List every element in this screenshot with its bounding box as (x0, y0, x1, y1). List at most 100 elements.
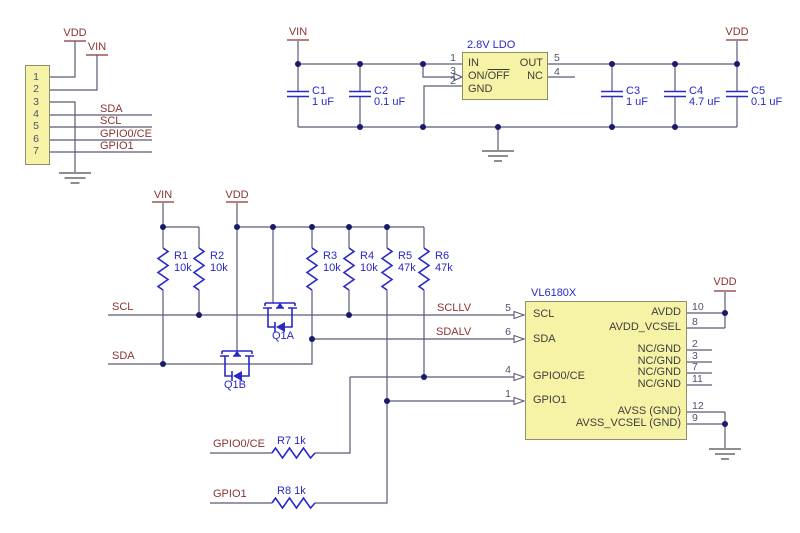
chip-pin-ncgnd-2: NC/GND (637, 355, 681, 367)
res-ref-r6: R6 (435, 250, 450, 262)
chip-pin-number-ncgnd-3: 7 (692, 361, 698, 373)
chip-pin-number-scl: 5 (505, 302, 511, 314)
ground-symbols (59, 150, 741, 460)
chip-pin-number-ncgnd-2: 3 (692, 350, 698, 362)
ldo-pin-number-gnd: 2 (450, 75, 456, 87)
ldo-on-off-arrow-icon (453, 72, 464, 82)
net-label-scllv: SCLLV (437, 302, 472, 314)
chip-pin-ncgnd-4: NC/GND (637, 378, 681, 390)
component-symbols (156, 90, 748, 510)
net-label-vdd-connector: VDD (63, 27, 87, 39)
ldo-pin-nc: NC (527, 70, 543, 82)
res-ref-r1: R1 (174, 250, 189, 262)
res-val-r2: 10k (210, 262, 228, 274)
ldo-pin-off-part: OFF (487, 70, 510, 82)
net-label-vin-ldo: VIN (288, 26, 308, 38)
res-ref-r4: R4 (360, 250, 375, 262)
res-val-r5: 47k (398, 262, 416, 274)
cap-ref-c5: C5 (751, 85, 766, 97)
mosfet-label-q1a: Q1A (272, 330, 295, 342)
ldo-pin-number-onoff: 3 (450, 65, 456, 77)
chip-pin-number-sda: 6 (505, 326, 511, 338)
res-label-r7: R7 1k (277, 435, 306, 447)
net-label-gpio1-connector: GPIO1 (100, 140, 134, 152)
net-label-gpio0-connector: GPIO0/CE (100, 128, 152, 140)
capacitor-c4 (664, 90, 686, 98)
ldo-pin-on-part: ON/ (468, 70, 488, 82)
res-val-r6: 47k (435, 262, 453, 274)
connector-pin-7: 7 (33, 145, 39, 157)
chip-pin-number-ncgnd-4: 11 (692, 373, 703, 385)
ldo-pin-number-in: 1 (450, 52, 456, 64)
resistor-r4 (342, 247, 356, 291)
resistor-r7 (271, 446, 316, 460)
ldo-title: 2.8V LDO (467, 39, 516, 51)
connector-pin-5: 5 (33, 120, 39, 132)
mosfet-q1b (220, 350, 254, 381)
res-ref-r5: R5 (398, 250, 413, 262)
net-label-vin-connector: VIN (87, 41, 107, 53)
chip-pin-ncgnd-3: NC/GND (637, 366, 681, 378)
resistor-r2 (192, 247, 206, 291)
capacitor-c5 (726, 90, 748, 98)
net-label-vin-mid: VIN (153, 189, 173, 201)
net-label-vdd-mid: VDD (225, 189, 249, 201)
cap-val-c5: 0.1 uF (751, 96, 783, 108)
chip-pin-gpio0: GPIO0/CE (533, 370, 585, 382)
chip-title: VL6180X (531, 287, 577, 299)
chip-pin-number-gpio0: 4 (505, 364, 511, 376)
cap-ref-c1: C1 (312, 85, 327, 97)
net-label-gpio0-bottom: GPIO0/CE (213, 438, 265, 450)
connector-pin-2: 2 (33, 83, 39, 95)
net-label-sda: SDA (112, 350, 135, 362)
ldo-pin-in: IN (468, 57, 479, 69)
cap-val-c4: 4.7 uF (689, 96, 721, 108)
net-label-vdd-chip: VDD (713, 276, 737, 288)
pin-input-arrows (453, 72, 526, 406)
chip-pin-avss-vcsel: AVSS_VCSEL (GND) (575, 417, 681, 429)
cap-ref-c3: C3 (626, 85, 641, 97)
chip-body (525, 301, 687, 440)
chip-pin-number-ncgnd-1: 2 (692, 338, 698, 350)
ldo-pin-gnd: GND (468, 83, 493, 95)
chip-scl-arrow-icon (513, 310, 526, 320)
ldo-pin-number-nc: 4 (554, 66, 560, 78)
chip-pin-number-avdd-vcsel: 8 (692, 316, 698, 328)
net-label-scl-connector: SCL (100, 115, 122, 127)
mosfet-q1a (263, 302, 297, 332)
resistor-r8 (271, 496, 316, 510)
junction-dots (160, 61, 740, 427)
ldo-pin-number-out: 5 (554, 52, 560, 64)
res-ref-r3: R3 (323, 250, 338, 262)
connector-pin-3: 3 (33, 96, 39, 108)
res-label-r8: R8 1k (277, 485, 306, 497)
connector-pin-4: 4 (33, 108, 39, 120)
chip-pin-number-gpio1: 1 (505, 388, 511, 400)
ldo-pin-onoff: ON/OFF (468, 71, 510, 82)
res-val-r3: 10k (323, 262, 341, 274)
resistor-r6 (417, 247, 431, 291)
chip-sda-arrow-icon (513, 334, 526, 344)
net-label-ticks (64, 39, 748, 292)
chip-gpio0-arrow-icon (513, 372, 526, 382)
chip-pin-scl: SCL (533, 308, 555, 320)
chip-pin-avdd-vcsel: AVDD_VCSEL (609, 321, 681, 333)
chip-pin-number-avdd: 10 (692, 301, 704, 313)
net-label-scl: SCL (112, 301, 134, 313)
chip-pin-gpio1: GPIO1 (533, 394, 567, 406)
resistor-r3 (305, 247, 319, 291)
wires (50, 41, 738, 504)
net-label-vdd-ldo: VDD (725, 26, 749, 38)
connector-pin-1: 1 (33, 71, 39, 83)
chip-pin-avss: AVSS (GND) (617, 405, 681, 417)
cap-ref-c4: C4 (689, 85, 704, 97)
mosfet-label-q1b: Q1B (224, 379, 247, 391)
connector-body (25, 65, 50, 165)
cap-ref-c2: C2 (374, 85, 389, 97)
net-label-gpio1-bottom: GPIO1 (213, 488, 247, 500)
net-label-sdalv: SDALV (436, 326, 472, 338)
net-label-sda-connector: SDA (100, 103, 123, 115)
chip-pin-number-avss: 12 (692, 400, 704, 412)
